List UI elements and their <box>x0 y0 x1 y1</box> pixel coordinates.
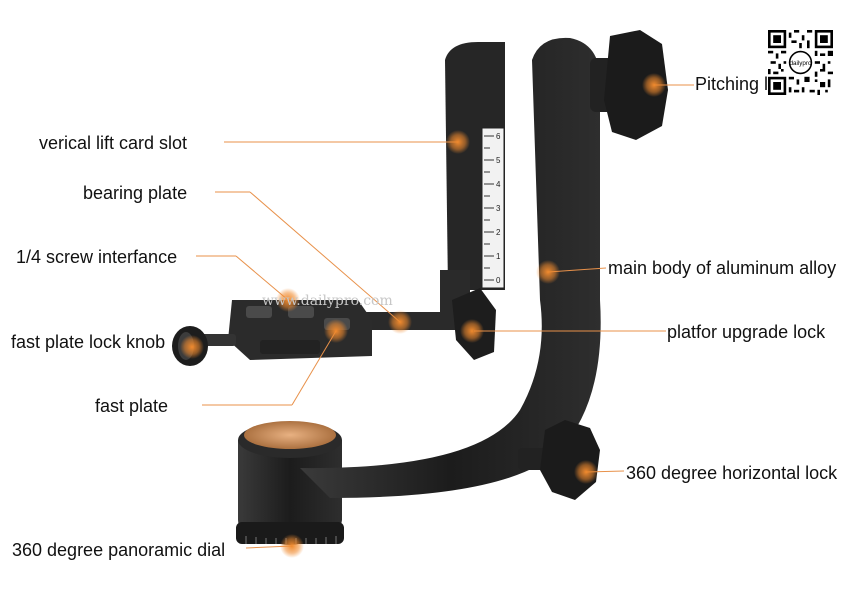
label-vertical-slot: verical lift card slot <box>39 133 188 153</box>
callout-dot-screw-interface <box>276 288 300 312</box>
scale-label: 2 <box>496 228 501 237</box>
label-fast-plate-lock-knob: fast plate lock knob <box>11 332 166 352</box>
pitching-lock-knob <box>590 30 668 140</box>
scale-label: 1 <box>496 252 501 261</box>
watermark-text: www.dailypro.com <box>262 293 393 309</box>
qr-center-text: dailypro <box>790 60 812 67</box>
label-fast-plate: fast plate <box>95 396 169 416</box>
label-main-body: main body of aluminum alloy <box>608 258 837 278</box>
callout-line-bearing-plate <box>249 191 401 323</box>
scale-ticks <box>484 135 494 281</box>
label-bearing-plate: bearing plate <box>83 183 188 203</box>
qr-code: dailypro <box>768 30 833 95</box>
callout-dot-bearing-plate <box>388 310 412 334</box>
scale-label: 6 <box>496 132 501 141</box>
callout-dot-fast-plate <box>324 319 348 343</box>
callout-dots <box>180 73 666 558</box>
callout-line-fast-plate <box>291 330 337 406</box>
callout-dot-fast-plate-lock-knob <box>180 335 204 359</box>
callout-dot-main-body <box>536 260 560 284</box>
label-panoramic-dial: 360 degree panoramic dial <box>12 540 226 560</box>
label-screw-interface: 1/4 screw interfance <box>16 247 178 267</box>
base-pillar <box>236 421 344 545</box>
scale-label: 5 <box>496 156 501 165</box>
l-bracket <box>360 270 470 330</box>
scale-label: 0 <box>496 276 501 285</box>
label-horizontal-lock: 360 degree horizontal lock <box>626 463 838 483</box>
scale-label: 4 <box>496 180 501 189</box>
quick-release-plate <box>228 300 372 360</box>
vertical-slot-plate: 6 5 4 3 2 1 0 <box>445 42 505 290</box>
callout-dot-horizontal-lock <box>574 460 598 484</box>
scale-label: 3 <box>496 204 501 213</box>
callout-dot-vertical-slot <box>446 130 470 154</box>
callout-dot-pitching-lock <box>642 73 666 97</box>
label-platform-upgrade-lock: platfor upgrade lock <box>667 322 826 342</box>
callout-dot-panoramic-dial <box>280 534 304 558</box>
callout-dot-platform-upgrade-lock <box>460 319 484 343</box>
